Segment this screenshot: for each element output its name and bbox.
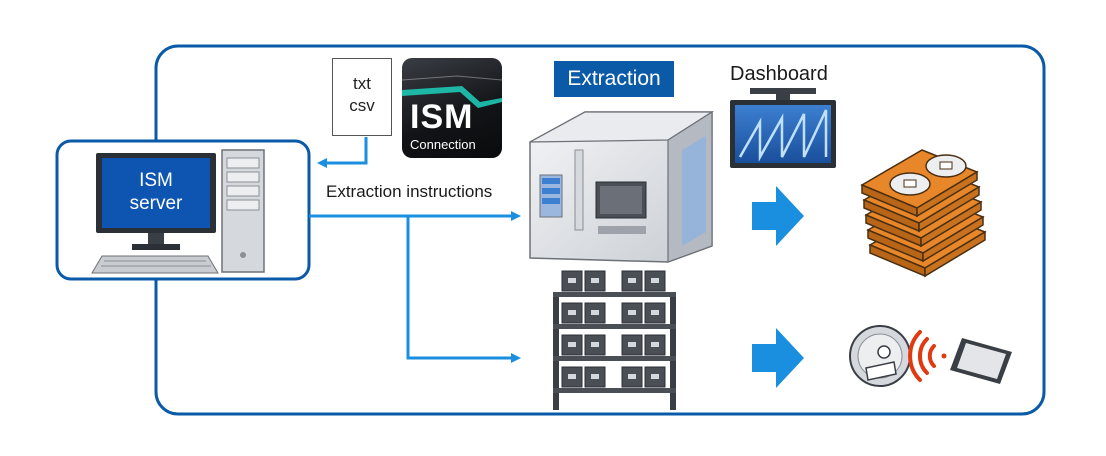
storage-rack-icon bbox=[553, 270, 676, 410]
file-type-csv: csv bbox=[349, 96, 375, 115]
smartphone-icon bbox=[950, 338, 1012, 384]
server-label-line1: ISM bbox=[139, 170, 173, 191]
computer-icon bbox=[91, 153, 219, 274]
server-label-line2: server bbox=[129, 193, 183, 214]
tower-pc-icon bbox=[221, 149, 265, 273]
extraction-instructions-label: Extraction instructions bbox=[326, 182, 493, 201]
monitor-dashboard-icon bbox=[730, 88, 836, 168]
output-arrow-top bbox=[752, 186, 804, 246]
logo-swoosh bbox=[402, 75, 502, 108]
coins-stack-icon bbox=[860, 149, 987, 278]
logo-text-ism: ISM bbox=[410, 98, 474, 136]
server-label: ISM server bbox=[102, 169, 210, 215]
vending-machine-icon bbox=[529, 110, 715, 263]
instruction-arrow-bottom bbox=[406, 216, 521, 363]
dashboard-label: Dashboard bbox=[730, 63, 828, 85]
output-arrow-bottom bbox=[752, 328, 804, 388]
file-type-txt: txt bbox=[353, 74, 371, 93]
file-box: txt csv bbox=[332, 58, 392, 136]
logo-text-connection: Connection bbox=[410, 137, 476, 152]
ism-connection-logo: ISM Connection bbox=[402, 58, 502, 158]
extraction-badge: Extraction bbox=[554, 61, 674, 97]
file-to-server-arrow bbox=[317, 137, 368, 168]
ic-tag-icon bbox=[849, 325, 911, 387]
wifi-signal-icon bbox=[908, 330, 947, 382]
